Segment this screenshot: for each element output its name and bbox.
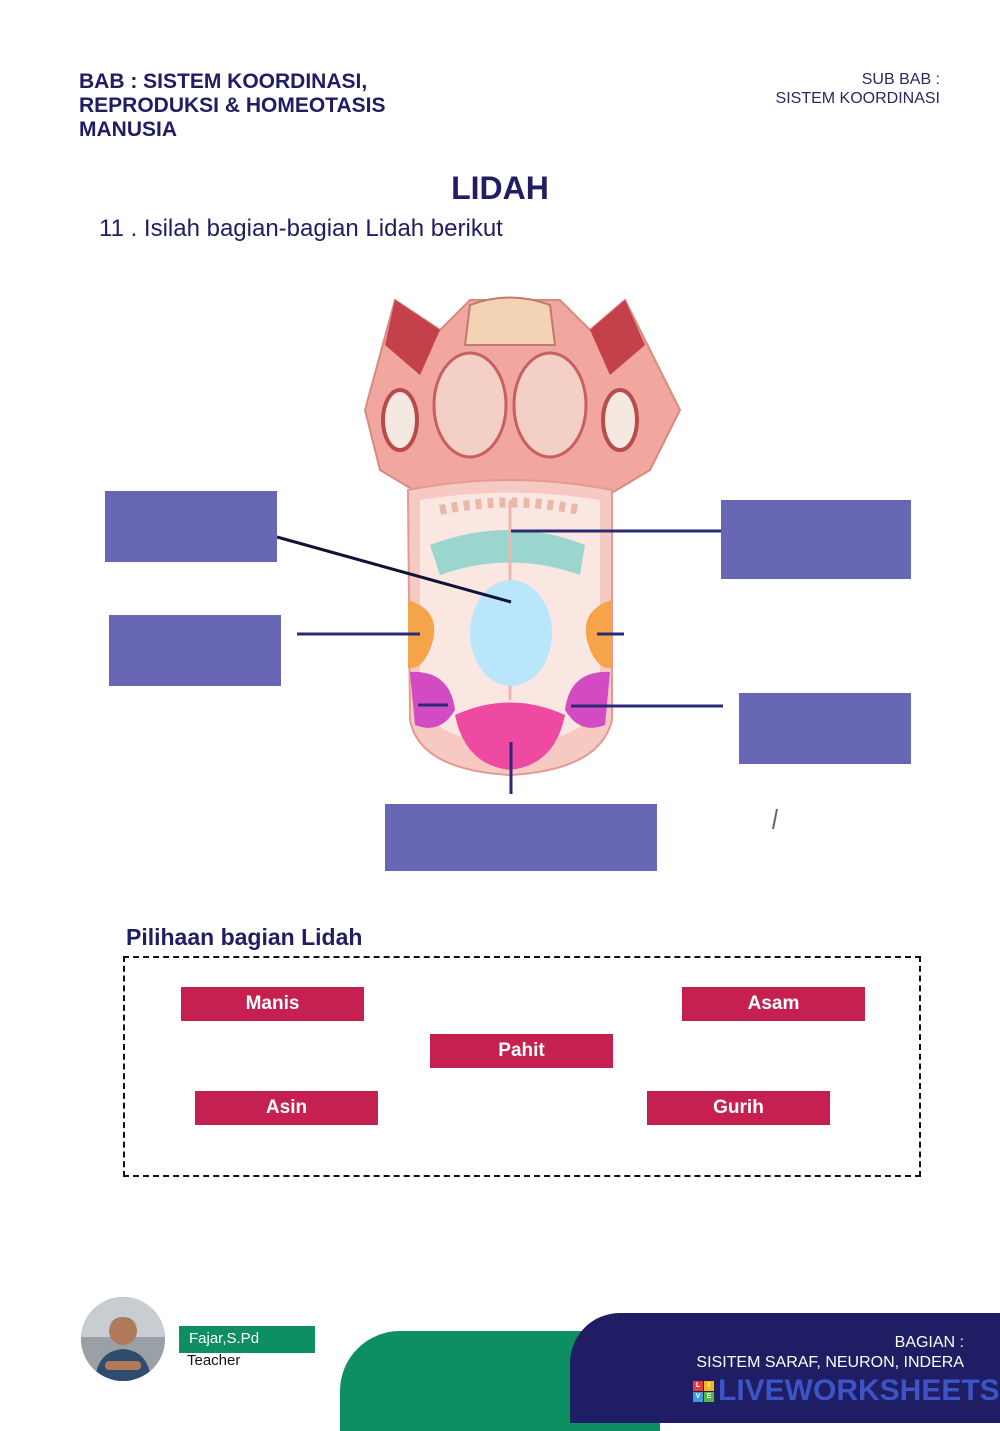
subchapter-label: SUB BAB : bbox=[861, 71, 940, 88]
tongue-diagram bbox=[276, 296, 778, 830]
page-title: LIDAH bbox=[451, 170, 549, 206]
teacher-role: Teacher bbox=[187, 1352, 241, 1369]
answer-slot-sides-upper[interactable] bbox=[109, 615, 281, 686]
answer-slot-back[interactable] bbox=[721, 500, 911, 579]
choice-chip[interactable]: Pahit bbox=[430, 1034, 613, 1068]
choice-chip[interactable]: Manis bbox=[181, 987, 364, 1021]
answer-slot-sides-lower[interactable] bbox=[739, 693, 911, 764]
subchapter: SUB BAB : SISTEM KOORDINASI bbox=[776, 70, 940, 108]
logo-letter: I bbox=[704, 1380, 714, 1391]
choice-chip[interactable]: Asin bbox=[195, 1091, 378, 1125]
liveworksheets-icon: L I V E bbox=[693, 1380, 714, 1402]
logo-letter: L bbox=[693, 1380, 703, 1391]
choices-container bbox=[123, 956, 921, 1177]
question-instruction: 11 . Isilah bagian-bagian Lidah berikut bbox=[99, 215, 503, 242]
teacher-name: Fajar,S.Pd bbox=[179, 1326, 315, 1353]
tongue-illustration bbox=[363, 296, 682, 777]
teacher-avatar bbox=[81, 1297, 165, 1381]
section-info: BAGIAN : SISITEM SARAF, NEURON, INDERA bbox=[696, 1333, 964, 1373]
footer-navy-shape bbox=[570, 1313, 1000, 1423]
logo-letter: V bbox=[693, 1391, 703, 1402]
chapter-title: BAB : SISTEM KOORDINASI, REPRODUKSI & HO… bbox=[79, 70, 386, 141]
section-label: BAGIAN : bbox=[894, 1334, 964, 1351]
choice-chip[interactable]: Gurih bbox=[647, 1091, 830, 1125]
liveworksheets-wordmark: LIVEWORKSHEETS bbox=[718, 1374, 1000, 1407]
section-value: SISITEM SARAF, NEURON, INDERA bbox=[696, 1354, 964, 1371]
liveworksheets-logo: L I V E LIVEWORKSHEETS bbox=[693, 1374, 1000, 1408]
choices-title: Pilihaan bagian Lidah bbox=[126, 924, 363, 950]
connector-lines bbox=[276, 529, 723, 794]
answer-slot-tip[interactable] bbox=[385, 804, 657, 871]
logo-letter: E bbox=[704, 1391, 714, 1402]
choice-chip[interactable]: Asam bbox=[682, 987, 865, 1021]
stray-mark bbox=[772, 808, 778, 830]
answer-slot-center[interactable] bbox=[105, 491, 277, 562]
subchapter-value: SISTEM KOORDINASI bbox=[775, 90, 940, 107]
